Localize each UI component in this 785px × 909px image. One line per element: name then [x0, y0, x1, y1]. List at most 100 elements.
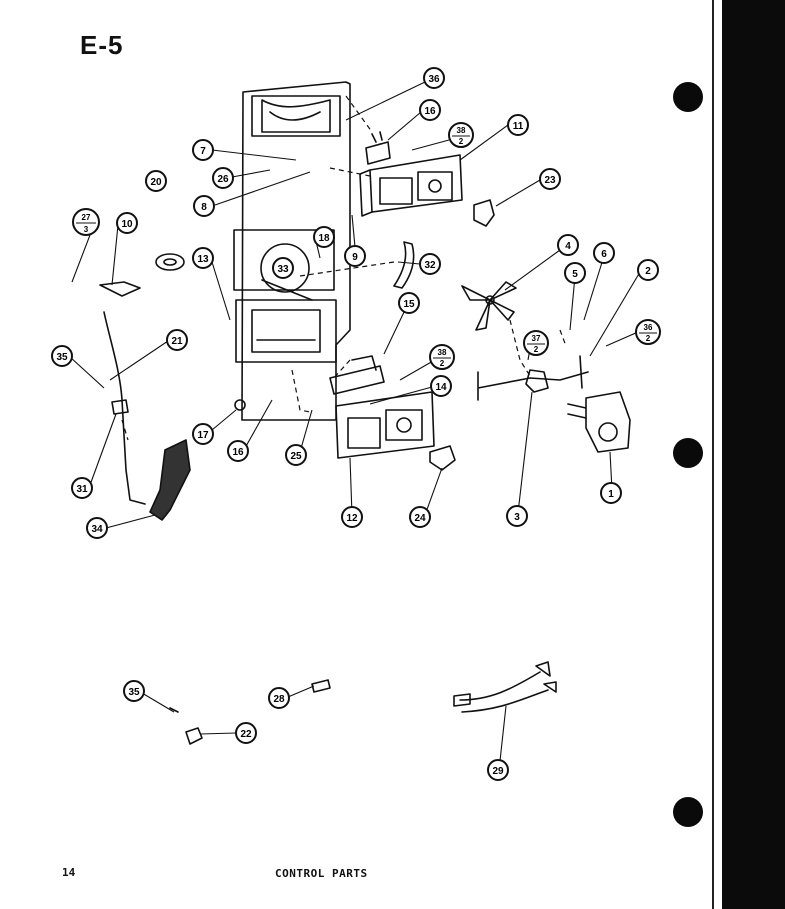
timer-motor: [567, 391, 631, 453]
callout-26: 26: [212, 167, 234, 189]
callout-25: 25: [285, 444, 307, 466]
svg-text:28: 28: [273, 694, 285, 705]
svg-text:38: 38: [457, 126, 466, 135]
callout-38-2-lower: 382: [429, 344, 455, 370]
svg-text:2: 2: [534, 345, 539, 354]
callout-20: 20: [145, 170, 167, 192]
callout-11: 11: [507, 114, 529, 136]
svg-text:10: 10: [121, 219, 133, 230]
callout-6: 6: [593, 242, 615, 264]
svg-text:2: 2: [645, 266, 651, 277]
arc-32: [393, 241, 415, 289]
lever-rod: [99, 281, 146, 505]
callout-35-lower: 35: [123, 680, 145, 702]
callout-16-lower: 16: [227, 440, 249, 462]
svg-text:3: 3: [84, 225, 89, 234]
callout-16-top: 16: [419, 99, 441, 121]
callout-17: 17: [192, 423, 214, 445]
punch-hole-bottom: [673, 797, 703, 827]
svg-text:36: 36: [428, 74, 440, 85]
callout-33: 33: [272, 257, 294, 279]
control-panel-part: [233, 81, 351, 421]
clip-31: [111, 399, 129, 415]
svg-text:3: 3: [514, 512, 520, 523]
svg-text:4: 4: [565, 241, 571, 252]
callout-27-3: 273: [72, 208, 100, 236]
knob-24: [429, 445, 456, 471]
callout-18: 18: [313, 226, 335, 248]
callout-32: 32: [419, 253, 441, 275]
svg-text:11: 11: [513, 121, 524, 132]
switch-15: [329, 355, 385, 395]
svg-text:35: 35: [56, 352, 68, 363]
callout-3: 3: [506, 505, 528, 527]
punch-hole-middle: [673, 438, 703, 468]
callout-22: 22: [235, 722, 257, 744]
svg-text:27: 27: [82, 213, 91, 222]
callout-14: 14: [430, 375, 452, 397]
svg-text:21: 21: [171, 336, 183, 347]
svg-text:9: 9: [352, 252, 358, 263]
washer-20-hole: [163, 258, 177, 266]
callout-24: 24: [409, 506, 431, 528]
svg-text:33: 33: [277, 264, 289, 275]
svg-text:15: 15: [403, 299, 415, 310]
svg-text:16: 16: [232, 447, 244, 458]
callout-38-2-top: 382: [448, 122, 474, 148]
svg-text:17: 17: [197, 430, 209, 441]
callouts: 36 16 382 11 7 26 20 8 23 273 10 18 9 13…: [51, 67, 661, 781]
callout-9: 9: [344, 245, 366, 267]
switch-16-top: [365, 131, 391, 165]
callout-5: 5: [564, 262, 586, 284]
svg-text:2: 2: [646, 334, 651, 343]
svg-text:32: 32: [424, 260, 436, 271]
svg-text:31: 31: [76, 484, 88, 495]
svg-text:29: 29: [492, 766, 504, 777]
connector-28: [311, 679, 331, 693]
lower-switch-housing: [335, 391, 435, 459]
svg-text:5: 5: [572, 269, 578, 280]
punch-hole-top: [673, 82, 703, 112]
svg-text:35: 35: [128, 687, 140, 698]
leader-lines: [69, 81, 641, 771]
svg-text:34: 34: [91, 524, 103, 535]
knob-23: [473, 199, 495, 227]
actuator-34: [149, 439, 191, 521]
callout-13: 13: [192, 247, 214, 269]
washer-20: [155, 253, 185, 271]
clip-22: [185, 727, 203, 745]
binder-edge-line: [712, 0, 714, 909]
callout-8: 8: [193, 195, 215, 217]
assembly-lines: [121, 95, 567, 441]
callout-23: 23: [539, 168, 561, 190]
fan-blade: [461, 281, 517, 331]
callout-1: 1: [600, 482, 622, 504]
callout-37-2: 372: [523, 330, 549, 356]
callout-36-top: 36: [423, 67, 445, 89]
svg-text:2: 2: [440, 359, 445, 368]
callout-21: 21: [166, 329, 188, 351]
binder-edge-bar: [722, 0, 785, 909]
svg-text:36: 36: [644, 323, 653, 332]
callout-15: 15: [398, 292, 420, 314]
callout-2: 2: [637, 259, 659, 281]
svg-text:13: 13: [197, 254, 209, 265]
svg-text:20: 20: [150, 177, 162, 188]
callout-29: 29: [487, 759, 509, 781]
svg-text:2: 2: [459, 137, 464, 146]
callout-34: 34: [86, 517, 108, 539]
callout-7: 7: [192, 139, 214, 161]
svg-text:22: 22: [240, 729, 252, 740]
callout-36-2: 362: [635, 319, 661, 345]
svg-text:12: 12: [346, 513, 358, 524]
section-title: CONTROL PARTS: [275, 867, 368, 880]
svg-text:24: 24: [414, 513, 426, 524]
svg-text:1: 1: [608, 489, 614, 500]
svg-text:25: 25: [290, 451, 302, 462]
page-number: 14: [62, 866, 76, 879]
callout-12: 12: [341, 506, 363, 528]
page-code: E-5: [80, 30, 124, 60]
wire-harness-29: [453, 661, 557, 713]
